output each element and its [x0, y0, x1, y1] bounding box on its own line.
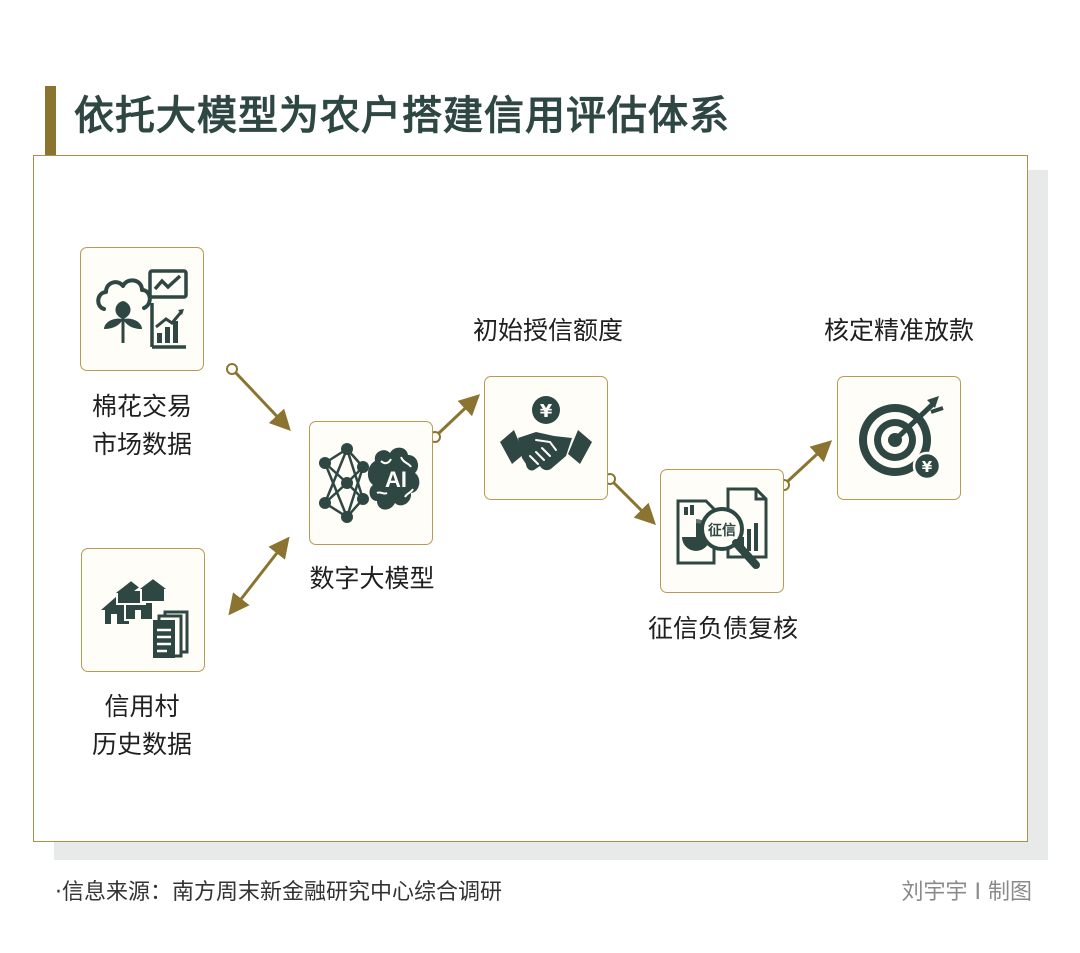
arrow-model-to-credit — [429, 394, 481, 443]
label-precise-loan: 核定精准放款 — [823, 316, 974, 345]
label-initial-credit: 初始授信额度 — [472, 316, 623, 345]
node-digital-model: AI — [309, 421, 433, 545]
ai-text: AI — [385, 467, 407, 492]
arrow-credit-to-review — [604, 473, 656, 525]
node-credit-village — [81, 548, 205, 672]
yen-symbol-credit: ¥ — [540, 401, 553, 422]
label-village-line2: 历史数据 — [91, 730, 192, 759]
source-note: ·信息来源：南方周末新金融研究中心综合调研 — [55, 880, 502, 905]
handshake-yen-icon: ¥ — [500, 396, 592, 471]
node-precise-loan: ¥ — [837, 376, 961, 500]
arrow-cotton-to-model — [226, 363, 291, 432]
label-credit-review: 征信负债复核 — [647, 614, 798, 643]
arrow-review-to-loan — [778, 440, 833, 491]
label-digital-model: 数字大模型 — [309, 564, 435, 593]
title-accent-bar — [45, 86, 56, 156]
label-credit-village: 信用村 历史数据 — [70, 688, 214, 764]
label-cotton-line1: 棉花交易 — [91, 392, 192, 421]
node-credit-review: 征信 — [660, 469, 784, 593]
cotton-chart-icon — [96, 269, 188, 349]
credit-report-magnifier-icon: 征信 — [676, 487, 768, 569]
village-houses-icon — [101, 576, 189, 658]
page-title: 依托大模型为农户搭建信用评估体系 — [74, 93, 730, 139]
node-initial-credit: ¥ — [484, 376, 608, 500]
node-cotton-market — [80, 247, 204, 371]
author-credit: 刘宇宇 I 制图 — [901, 880, 1032, 905]
label-cotton-market: 棉花交易 市场数据 — [70, 388, 214, 464]
yen-symbol-loan: ¥ — [922, 458, 933, 476]
neural-network-brain-icon: AI — [319, 443, 420, 523]
arrow-village-model-bidirectional — [228, 536, 290, 616]
label-village-line1: 信用村 — [104, 692, 180, 721]
credit-report-icon-text: 征信 — [708, 522, 736, 539]
target-yen-icon: ¥ — [859, 396, 944, 481]
label-cotton-line2: 市场数据 — [91, 430, 192, 459]
